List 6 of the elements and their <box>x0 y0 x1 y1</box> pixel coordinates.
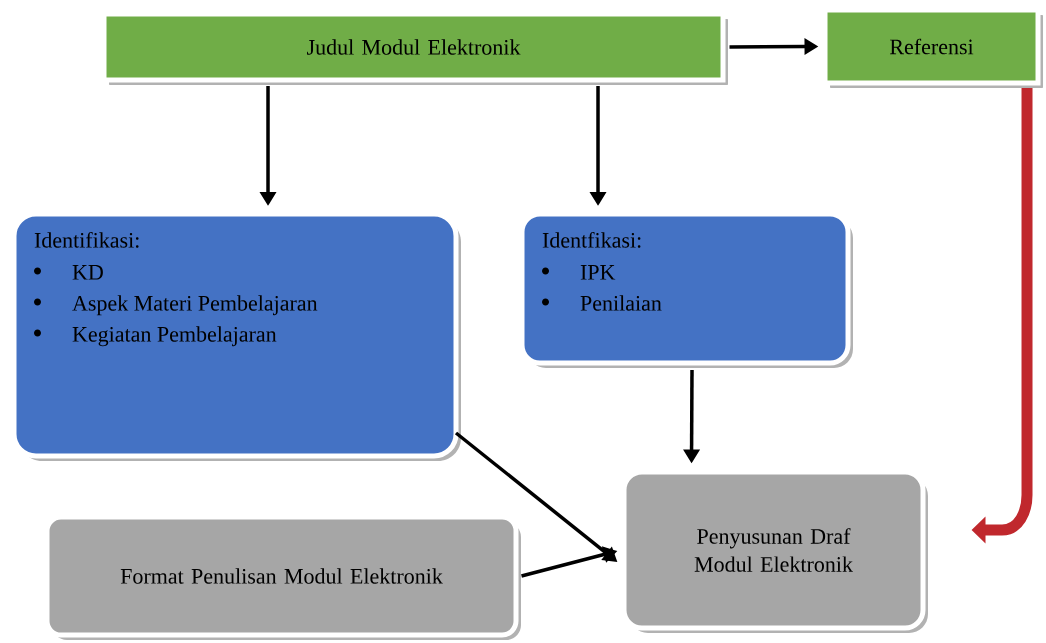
process-box: Referensi <box>822 7 1043 88</box>
process-box: Judul Modul Elektronik <box>101 11 728 85</box>
process-box: Format Penulisan Modul Elektronik <box>44 514 521 640</box>
process-box: Penyusunan Draf Modul Elektronik <box>621 469 928 633</box>
process-box: Identfikasi: IPK Penilaian <box>519 211 853 368</box>
process-box: Identifikasi: KD Aspek Materi Pembelajaran Kegiatan Pembelajaran <box>11 211 461 461</box>
